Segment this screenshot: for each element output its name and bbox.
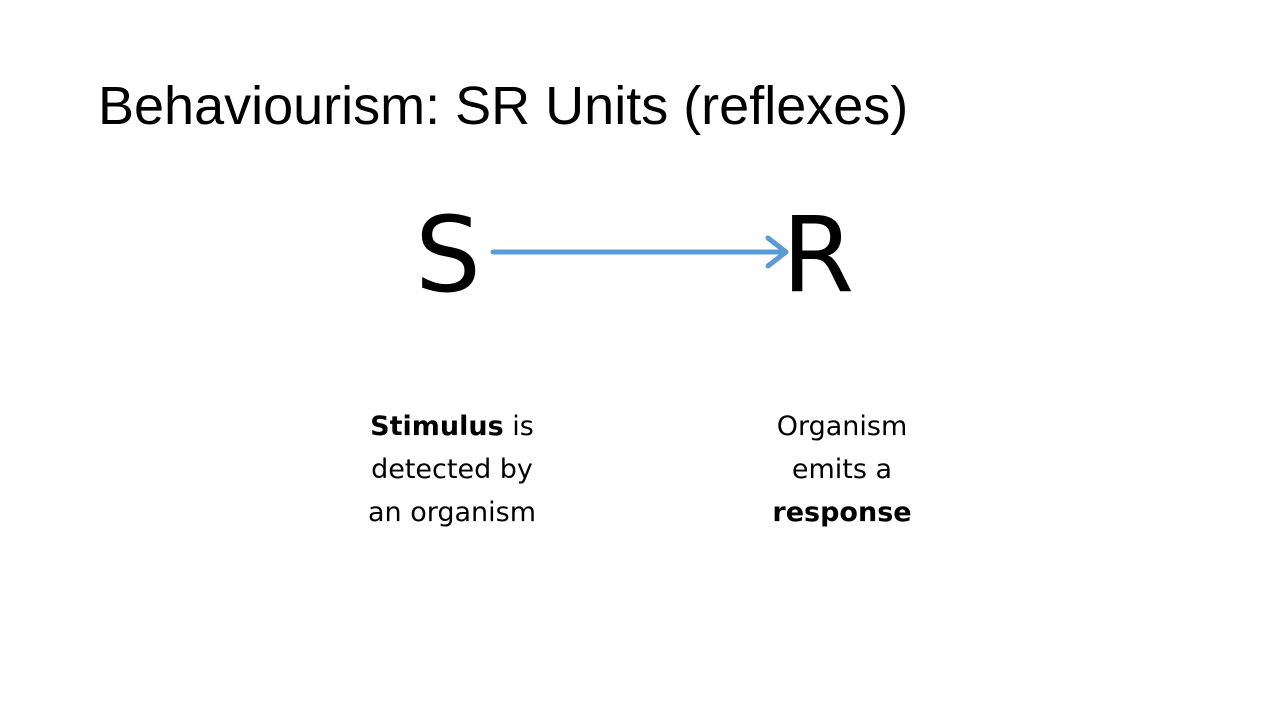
slide-title: Behaviourism: SR Units (reflexes) xyxy=(98,76,909,136)
response-term: response xyxy=(772,497,912,528)
stimulus-caption: Stimulus is detected by an organism xyxy=(332,405,572,534)
response-caption-line-2: emits a xyxy=(791,454,893,485)
response-caption-line-3: response xyxy=(722,491,962,534)
arrow-head xyxy=(765,235,789,269)
stimulus-caption-line-3: an organism xyxy=(367,497,537,528)
stimulus-letter: S xyxy=(414,194,481,316)
response-caption: Organism emits a response xyxy=(722,405,962,534)
stimulus-term: Stimulus xyxy=(370,411,504,442)
stimulus-caption-rest: is xyxy=(503,411,534,442)
response-letter: R xyxy=(781,194,855,316)
response-caption-line-1: Organism xyxy=(776,411,908,442)
stimulus-caption-line-2: detected by xyxy=(371,454,533,485)
stimulus-caption-line-1: Stimulus is xyxy=(332,405,572,448)
